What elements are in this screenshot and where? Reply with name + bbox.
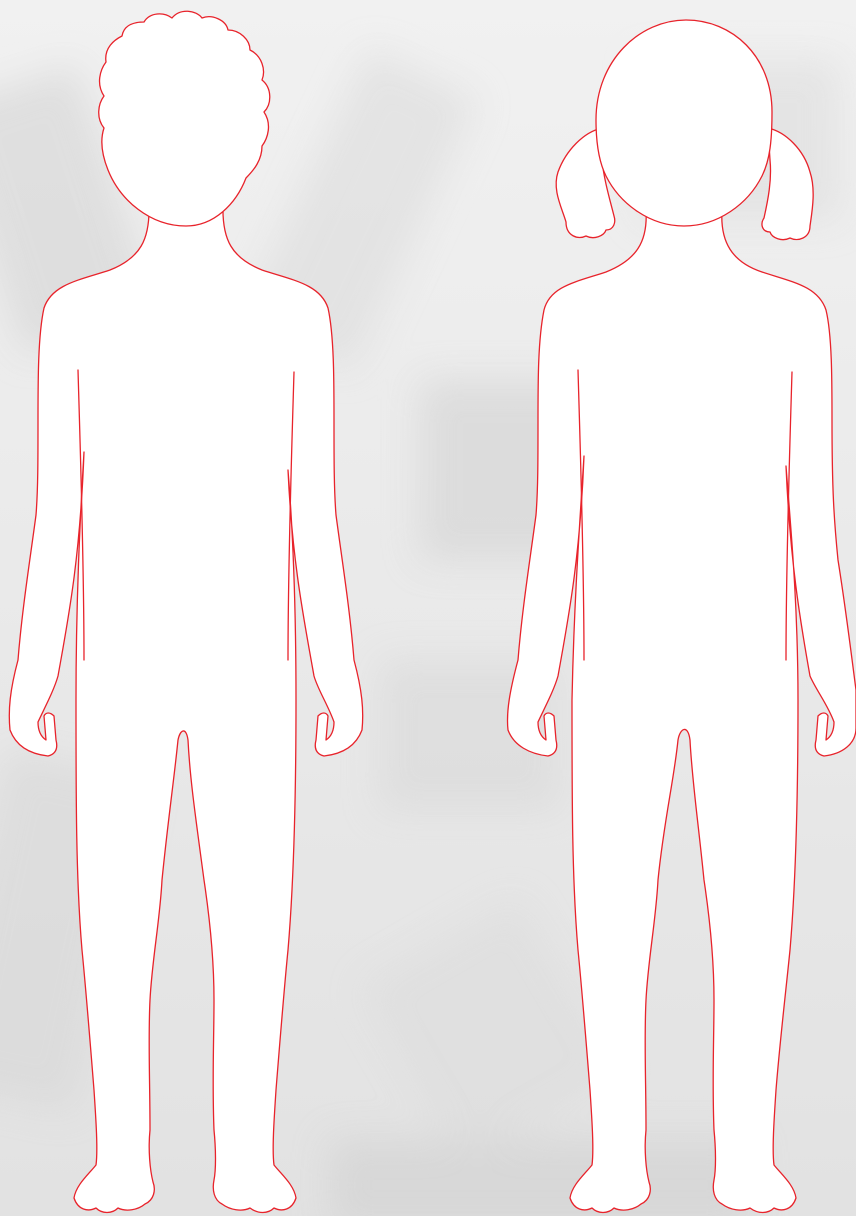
girl-figure <box>507 20 856 1213</box>
boy-head-curly-hair <box>99 11 270 226</box>
girl-body-outline <box>507 210 856 1213</box>
boy-figure <box>9 11 362 1212</box>
girl-head <box>596 20 772 226</box>
boy-body-outline <box>9 205 362 1213</box>
